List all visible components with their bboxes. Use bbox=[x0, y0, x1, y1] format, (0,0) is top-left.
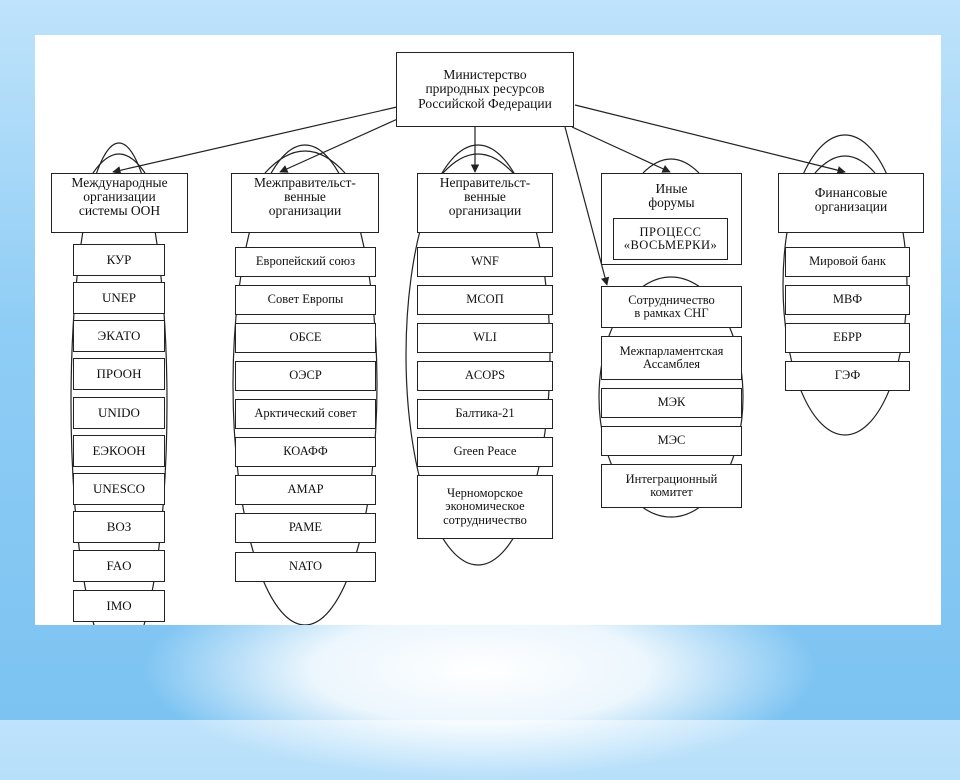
item-integration-committee: Интеграционный комитет bbox=[601, 464, 742, 508]
item-voz: ВОЗ bbox=[73, 511, 165, 543]
item-msop: МСОП bbox=[417, 285, 553, 315]
item-council-europe: Совет Европы bbox=[235, 285, 376, 315]
org-chart: Министерство природных ресурсов Российск… bbox=[35, 35, 941, 625]
item-koaff: КОАФФ bbox=[235, 437, 376, 467]
arrow-to-forums bbox=[571, 126, 671, 173]
header-nongovernmental: Неправительст- венные организации bbox=[417, 173, 553, 233]
oval-col3 bbox=[405, 144, 551, 566]
item-mvf: МВФ bbox=[785, 285, 910, 315]
item-kur: КУР bbox=[73, 244, 165, 276]
item-nato: NATO bbox=[235, 552, 376, 582]
item-rame: РАМЕ bbox=[235, 513, 376, 543]
item-proon: ПРООН bbox=[73, 358, 165, 390]
item-interparliamentary-assembly: Межпарламентская Ассамблея bbox=[601, 336, 742, 380]
item-amar: АМАР bbox=[235, 475, 376, 505]
arrow-to-intergov bbox=[279, 116, 403, 173]
item-g8-process: ПРОЦЕСС «ВОСЬМЕРКИ» bbox=[613, 218, 728, 260]
arrow-to-finance bbox=[574, 104, 846, 175]
item-wnf: WNF bbox=[417, 247, 553, 277]
root-ministry-box: Министерство природных ресурсов Российск… bbox=[396, 52, 574, 127]
arc-col3 bbox=[442, 153, 514, 174]
item-world-bank: Мировой банк bbox=[785, 247, 910, 277]
arc-col1 bbox=[92, 153, 146, 174]
item-mek: МЭК bbox=[601, 388, 742, 418]
header-intergovernmental: Межправительст- венные организации bbox=[231, 173, 379, 233]
connector-lines bbox=[70, 104, 908, 625]
arc-col4 bbox=[642, 158, 700, 174]
arrow-to-un bbox=[112, 106, 398, 175]
header-cis-cooperation: Сотрудничество в рамках СНГ bbox=[601, 286, 742, 328]
header-un-organizations: Международные организации системы ООН bbox=[51, 173, 188, 233]
item-ekato: ЭКАТО bbox=[73, 320, 165, 352]
item-oesr: ОЭСР bbox=[235, 361, 376, 391]
item-unep: UNEP bbox=[73, 282, 165, 314]
header-financial: Финансовые организации bbox=[778, 173, 924, 233]
item-mes: МЭС bbox=[601, 426, 742, 456]
arc-col2 bbox=[264, 150, 346, 174]
oval-col1 bbox=[70, 142, 168, 625]
item-arctic-council: Арктический совет bbox=[235, 399, 376, 429]
arc-col5 bbox=[814, 155, 876, 174]
item-obse: ОБСЕ bbox=[235, 323, 376, 353]
item-green-peace: Green Peace bbox=[417, 437, 553, 467]
item-baltika21: Балтика-21 bbox=[417, 399, 553, 429]
item-fao: FAO bbox=[73, 550, 165, 582]
item-gef: ГЭФ bbox=[785, 361, 910, 391]
item-black-sea-cooperation: Черноморское экономическое сотрудничеств… bbox=[417, 475, 553, 539]
item-imo: IMO bbox=[73, 590, 165, 622]
oval-col2 bbox=[232, 144, 378, 625]
item-unesco: UNESCO bbox=[73, 473, 165, 505]
arrow-to-cis bbox=[564, 126, 610, 286]
item-eu: Европейский союз bbox=[235, 247, 376, 277]
item-acops: ACOPS bbox=[417, 361, 553, 391]
item-unido: UNIDO bbox=[73, 397, 165, 429]
item-eekoon: ЕЭКООН bbox=[73, 435, 165, 467]
item-wli: WLI bbox=[417, 323, 553, 353]
item-ebrr: ЕБРР bbox=[785, 323, 910, 353]
oval-col4 bbox=[598, 276, 744, 518]
